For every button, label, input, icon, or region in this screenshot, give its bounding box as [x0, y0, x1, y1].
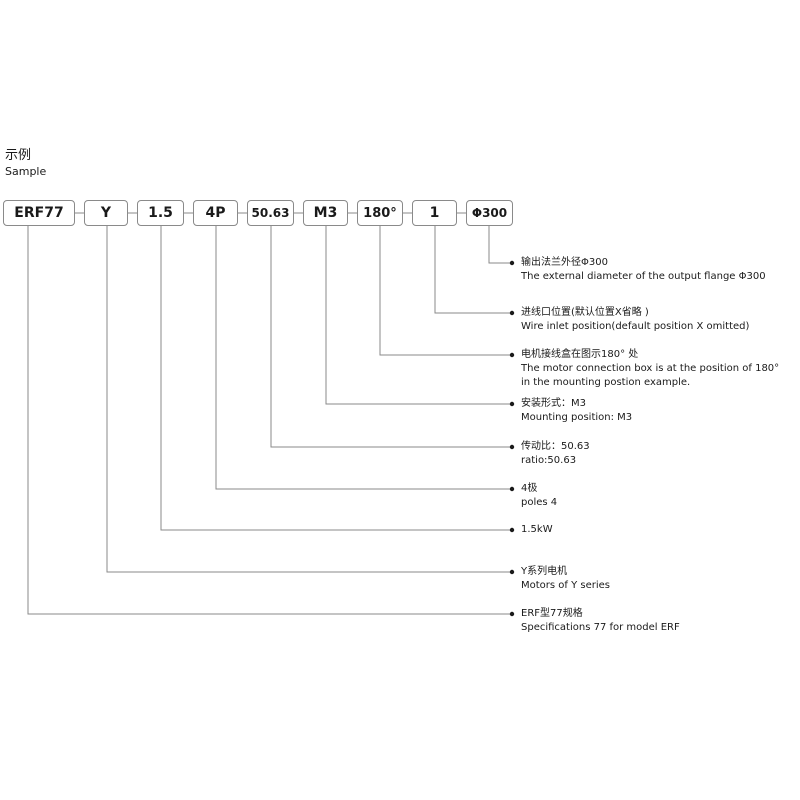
desc-poles-en: poles 4 [521, 497, 558, 508]
desc-series-zh: Y系列电机 [521, 566, 568, 577]
leader-line-series [106, 226, 510, 573]
desc-poles: 4极 poles 4 [521, 482, 557, 510]
desc-mounting-zh: 安装形式：M3 [521, 398, 586, 409]
code-box-position: 180° [357, 200, 403, 226]
desc-ratio-en: ratio:50.63 [521, 455, 577, 466]
bullet-dot [509, 611, 515, 617]
sample-heading: 示例 Sample [5, 148, 46, 178]
desc-inlet: 进线口位置(默认位置X省略 ) Wire inlet position(defa… [521, 306, 749, 334]
leader-line-power [160, 226, 510, 531]
desc-box-position-en: The motor connection box is at the posit… [521, 363, 780, 374]
bullet-dot [509, 527, 515, 533]
desc-flange-zh: 输出法兰外径Φ300 [521, 257, 608, 268]
leader-line-flange [488, 226, 510, 264]
code-box-flange: Φ300 [466, 200, 513, 226]
code-box-mounting: M3 [303, 200, 348, 226]
desc-box-position-zh: 电机接线盒在图示180° 处 [521, 349, 639, 360]
sample-title-zh: 示例 [5, 148, 32, 163]
desc-series-en: Motors of Y series [521, 580, 611, 591]
bullet-dot [509, 352, 515, 358]
leader-line-mounting [325, 226, 510, 405]
bullet-dot [509, 310, 515, 316]
sample-title-en: Sample [5, 164, 47, 178]
desc-inlet-zh: 进线口位置(默认位置X省略 ) [521, 307, 649, 318]
desc-power: 1.5kW [521, 523, 553, 537]
bullet-dot [509, 569, 515, 575]
code-box-inlet: 1 [412, 200, 457, 226]
desc-flange-en: The external diameter of the output flan… [521, 271, 766, 282]
desc-mounting-en: Mounting position: M3 [521, 412, 633, 423]
bullet-dot [509, 444, 515, 450]
bullet-dot [509, 401, 515, 407]
leader-line-ratio [270, 226, 510, 448]
code-box-series: Y [84, 200, 128, 226]
desc-ratio: 传动比：50.63 ratio:50.63 [521, 440, 590, 468]
desc-model-en: Specifications 77 for model ERF [521, 622, 680, 633]
desc-model-zh: ERF型77规格 [521, 608, 583, 619]
code-box-ratio: 50.63 [247, 200, 294, 226]
desc-box-position: 电机接线盒在图示180° 处 The motor connection box … [521, 348, 779, 390]
leader-line-box [379, 226, 510, 356]
leader-line-model [27, 226, 510, 615]
desc-series: Y系列电机 Motors of Y series [521, 565, 610, 593]
leader-line-poles [215, 226, 510, 490]
desc-model: ERF型77规格 Specifications 77 for model ERF [521, 607, 680, 635]
leader-line-inlet [434, 226, 510, 314]
bullet-dot [509, 486, 515, 492]
desc-mounting: 安装形式：M3 Mounting position: M3 [521, 397, 632, 425]
desc-power-zh: 1.5kW [521, 524, 553, 535]
desc-ratio-zh: 传动比：50.63 [521, 441, 590, 452]
desc-inlet-en: Wire inlet position(default position X o… [521, 321, 750, 332]
desc-poles-zh: 4极 [521, 483, 538, 494]
desc-flange: 输出法兰外径Φ300 The external diameter of the … [521, 256, 766, 284]
desc-box-position-en2: in the mounting postion example. [521, 377, 691, 388]
code-box-power: 1.5 [137, 200, 184, 226]
code-box-model: ERF77 [3, 200, 75, 226]
code-box-poles: 4P [193, 200, 238, 226]
bullet-dot [509, 260, 515, 266]
